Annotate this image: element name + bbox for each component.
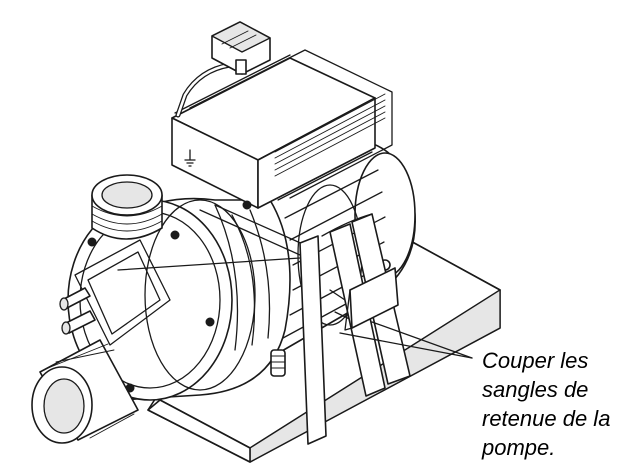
top-outlet [91, 174, 163, 240]
callout-line-3: retenue de la [482, 406, 611, 431]
callout-label: Couper les sangles de retenue de la pomp… [482, 346, 632, 462]
strap-band [117, 204, 306, 271]
callout-line-1: Couper les [482, 348, 589, 373]
callout-line-4: pompe. [482, 435, 556, 460]
callout-line-2: sangles de [482, 377, 589, 402]
callout-leaders [339, 321, 473, 359]
connector-plug [175, 21, 271, 118]
front-inlet [31, 339, 139, 444]
support-foot [344, 267, 399, 331]
control-box [171, 49, 393, 210]
pump-housing [59, 197, 291, 401]
